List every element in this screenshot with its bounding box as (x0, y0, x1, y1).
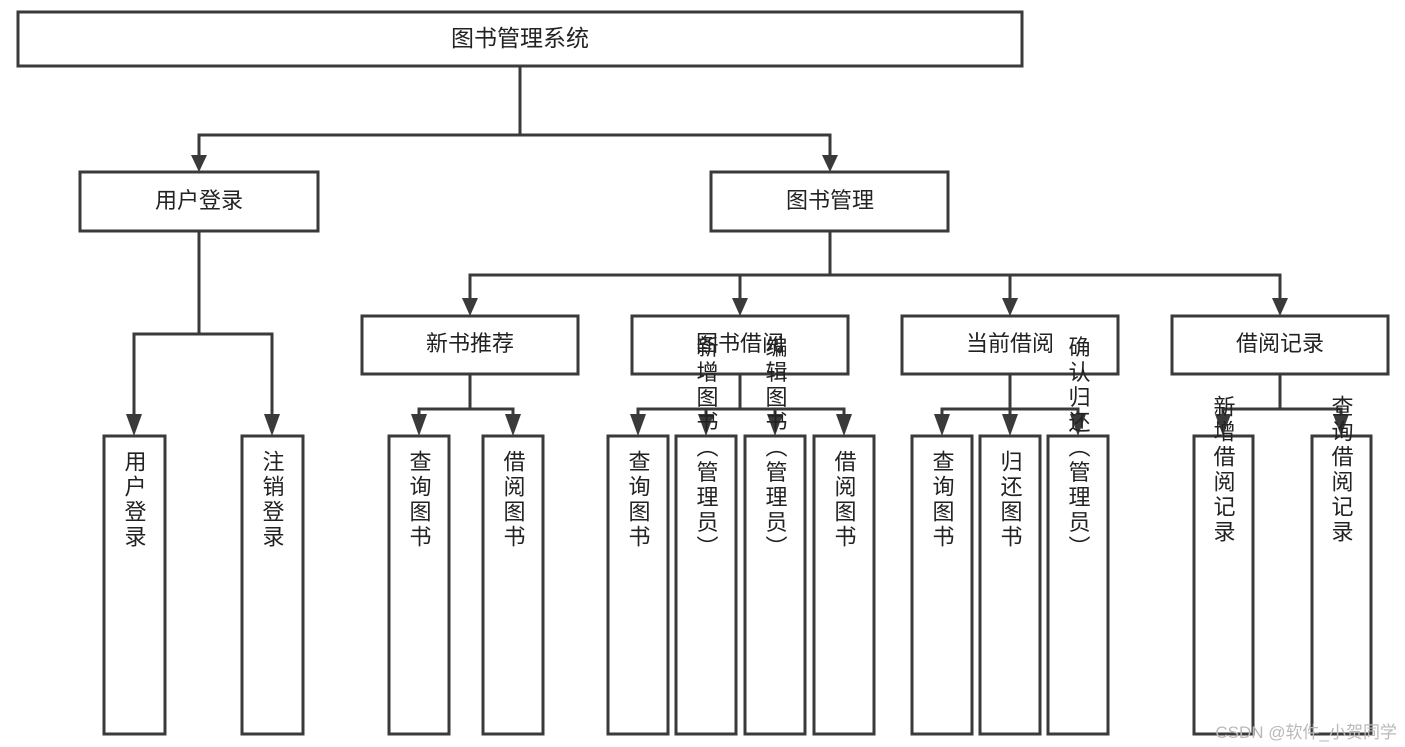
node-leaf-add-record[interactable]: 新增借阅记录 (1192, 395, 1255, 736)
node-leaf-query-book-2[interactable]: 查询图书 (606, 434, 670, 736)
connector-group-borrow-record (1215, 372, 1349, 436)
node-user-login[interactable]: 用户登录 (78, 170, 320, 233)
connector-group-book-borrow (630, 372, 852, 436)
node-leaf-query-book-3[interactable]: 查询图书 (910, 434, 974, 736)
node-user-login-box[interactable] (78, 170, 320, 233)
node-leaf-query-book-3-box[interactable] (910, 434, 974, 736)
connector-group-book-manage (462, 229, 1288, 316)
node-leaf-query-record[interactable]: 查询借阅记录 (1310, 395, 1373, 736)
node-new-book-rec-box[interactable] (360, 314, 580, 376)
arrow-head-current-borrow (1002, 298, 1018, 316)
node-leaf-query-book-1[interactable]: 查询图书 (387, 434, 451, 736)
node-leaf-query-book-1-box[interactable] (387, 434, 451, 736)
node-leaf-edit-book-label: 编辑图书（管理员） (763, 336, 788, 561)
node-leaf-add-record-label: 新增借阅记录 (1211, 395, 1236, 545)
node-new-book-rec-label: 新书推荐 (426, 331, 514, 356)
node-leaf-logout-box[interactable] (240, 434, 305, 736)
node-leaf-confirm-return[interactable]: 确认归还（管理员） (1046, 336, 1110, 736)
arrow-head-leaf-user-login (126, 414, 142, 436)
arrow-head-leaf-return-book (1002, 414, 1018, 436)
node-leaf-add-book[interactable]: 新增图书（管理员） (674, 336, 738, 736)
node-book-manage[interactable]: 图书管理 (709, 170, 950, 233)
connector-group-root (191, 64, 838, 172)
node-book-borrow[interactable]: 图书借阅 (630, 314, 850, 376)
arrow-head-leaf-logout (264, 414, 280, 436)
connector-group-current-borrow (934, 372, 1086, 436)
node-leaf-borrow-book-1-box[interactable] (481, 434, 545, 736)
node-root[interactable]: 图书管理系统 (16, 10, 1024, 68)
arrow-head-leaf-borrow-book-1 (505, 414, 521, 436)
arrow-head-leaf-add-record (1215, 414, 1231, 436)
node-leaf-borrow-book-2[interactable]: 借阅图书 (812, 434, 876, 736)
arrow-head-new-book-rec (462, 298, 478, 316)
node-current-borrow[interactable]: 当前借阅 (900, 314, 1120, 376)
node-book-borrow-box[interactable] (630, 314, 850, 376)
node-root-label: 图书管理系统 (451, 25, 589, 51)
node-current-borrow-label: 当前借阅 (966, 331, 1054, 356)
arrow-head-leaf-borrow-book-2 (836, 414, 852, 436)
arrow-head-borrow-record (1272, 298, 1288, 316)
node-leaf-return-book-label: 归还图书 (998, 450, 1023, 550)
node-new-book-rec[interactable]: 新书推荐 (360, 314, 580, 376)
connector-group-user-login (126, 229, 280, 436)
node-leaf-query-book-2-box[interactable] (606, 434, 670, 736)
node-leaf-borrow-book-1[interactable]: 借阅图书 (481, 434, 545, 736)
node-leaf-add-book-box[interactable] (674, 434, 738, 736)
node-leaf-borrow-book-2-box[interactable] (812, 434, 876, 736)
node-book-manage-label: 图书管理 (786, 188, 874, 213)
node-book-borrow-label: 图书借阅 (696, 331, 784, 356)
node-leaf-confirm-return-box[interactable] (1046, 434, 1110, 736)
node-leaf-borrow-book-1-label: 借阅图书 (501, 450, 526, 550)
node-leaf-query-record-box[interactable] (1310, 434, 1373, 736)
arrow-head-leaf-confirm-return (1070, 414, 1086, 436)
node-leaf-edit-book[interactable]: 编辑图书（管理员） (743, 336, 807, 736)
node-leaf-query-book-3-label: 查询图书 (930, 450, 955, 550)
node-book-manage-box[interactable] (709, 170, 950, 233)
node-leaf-user-login-box[interactable] (102, 434, 167, 736)
arrow-head-book-manage (822, 155, 838, 172)
node-leaf-confirm-return-label: 确认归还（管理员） (1066, 336, 1091, 561)
node-leaf-logout-label: 注销登录 (260, 450, 285, 550)
node-leaf-return-book[interactable]: 归还图书 (978, 434, 1042, 736)
arrow-head-leaf-edit-book (767, 414, 783, 436)
node-leaf-return-book-box[interactable] (978, 434, 1042, 736)
node-leaf-query-record-label: 查询借阅记录 (1329, 395, 1354, 545)
arrow-head-leaf-query-book-2 (630, 414, 646, 436)
node-borrow-record-box[interactable] (1170, 314, 1390, 376)
arrow-head-leaf-add-book (698, 414, 714, 436)
node-leaf-query-book-1-label: 查询图书 (407, 450, 432, 550)
node-leaf-add-record-box[interactable] (1192, 434, 1255, 736)
arrow-head-leaf-query-book-3 (934, 414, 950, 436)
node-leaf-add-book-label: 新增图书（管理员） (694, 336, 719, 561)
node-root-box[interactable] (16, 10, 1024, 68)
node-leaf-logout[interactable]: 注销登录 (240, 434, 305, 736)
node-leaf-query-book-2-label: 查询图书 (626, 450, 651, 550)
arrow-head-book-borrow (732, 298, 748, 316)
arrow-head-leaf-query-book-1 (411, 414, 427, 436)
node-borrow-record[interactable]: 借阅记录 (1170, 314, 1390, 376)
node-leaf-user-login-label: 用户登录 (122, 450, 147, 550)
node-leaf-edit-book-box[interactable] (743, 434, 807, 736)
arrow-head-leaf-query-record (1333, 414, 1349, 436)
node-user-login-label: 用户登录 (155, 188, 243, 213)
node-leaf-user-login[interactable]: 用户登录 (102, 434, 167, 736)
node-borrow-record-label: 借阅记录 (1236, 331, 1324, 356)
node-current-borrow-box[interactable] (900, 314, 1120, 376)
connector-group-new-book-rec (411, 372, 521, 436)
node-leaf-borrow-book-2-label: 借阅图书 (832, 450, 857, 550)
arrow-head-user-login (191, 155, 207, 172)
